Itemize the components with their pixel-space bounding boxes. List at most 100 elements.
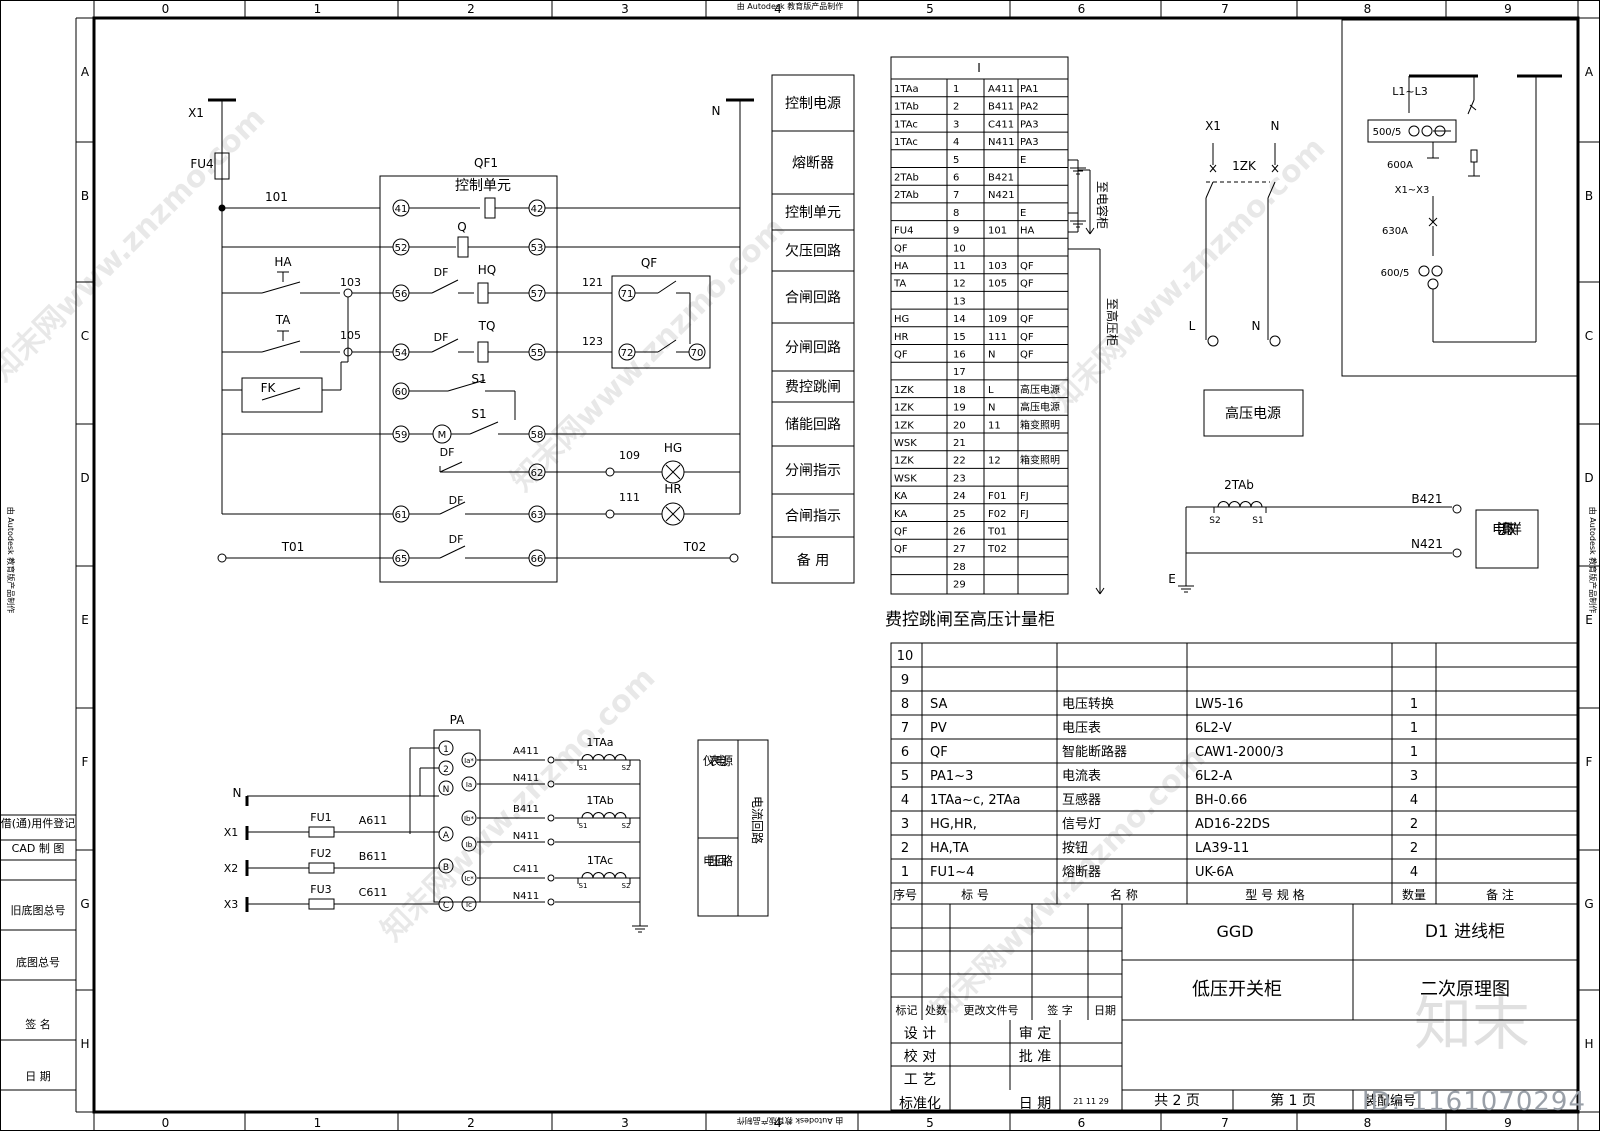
bom-cell: 2 xyxy=(901,841,909,856)
strip-cell: B421 xyxy=(988,173,1014,184)
hg-label: HG xyxy=(664,441,682,455)
hr-label: HR xyxy=(664,482,681,496)
bom-cell: 1 xyxy=(1410,745,1418,760)
brand-mark: 知末 xyxy=(1413,990,1530,1058)
column-label: 9 xyxy=(1504,1116,1512,1130)
terminal-label: 54 xyxy=(395,348,408,359)
strip-cell: 2TAb xyxy=(894,173,919,184)
wire xyxy=(1095,587,1101,595)
bom-cell: 4 xyxy=(1410,793,1418,808)
strip-label: 底图总号 xyxy=(16,955,60,969)
strip-cell: A411 xyxy=(988,84,1014,95)
wire-label: 101 xyxy=(265,190,288,204)
bom-cell: UK-6A xyxy=(1195,865,1234,880)
strip-cell: 9 xyxy=(953,226,959,237)
terminal-node xyxy=(217,553,227,563)
bom-header: 型 号 规 格 xyxy=(1245,887,1304,902)
strip-cell: 27 xyxy=(953,544,966,555)
function-column xyxy=(771,74,855,584)
strip-cell: 29 xyxy=(953,580,966,591)
pa-pin xyxy=(461,776,477,792)
terminal-node xyxy=(547,898,555,906)
strip-cell: 4 xyxy=(953,137,959,148)
s-label: S2 xyxy=(622,822,631,830)
x2-label: X2 xyxy=(224,862,239,875)
bom-header: 数量 xyxy=(1402,887,1426,902)
fuse xyxy=(1470,149,1478,163)
row-label: H xyxy=(80,1037,89,1051)
row-label: A xyxy=(81,65,90,79)
strip-cell: PA3 xyxy=(1020,119,1039,130)
terminal-label: 42 xyxy=(531,204,544,215)
sign-label: 工 艺 xyxy=(904,1072,936,1088)
bom-cell: LW5-16 xyxy=(1195,697,1243,712)
df-contact xyxy=(431,338,459,353)
strip-cell: PA2 xyxy=(1020,102,1039,113)
pa-pin xyxy=(461,810,477,826)
terminal-label: 55 xyxy=(531,348,544,359)
pa-pin-label: A xyxy=(443,831,450,841)
column-label: 1 xyxy=(314,2,322,16)
top-note: 由 Autodesk 教育版产品制作 xyxy=(737,1,843,11)
ct-circle xyxy=(1408,125,1420,137)
strip-cell: 1ZK xyxy=(894,403,914,414)
wire-label: N411 xyxy=(513,773,540,784)
pa-pin-label: Ib xyxy=(466,841,473,849)
strip-cell: 11 xyxy=(988,420,1001,431)
ct-circle xyxy=(1421,125,1433,137)
strip-cell: HR xyxy=(894,332,909,343)
strip-cell: 23 xyxy=(953,473,966,484)
side-note: 由 Autodesk 教育版产品制作 xyxy=(6,507,16,613)
strip-cell: 7 xyxy=(953,190,959,201)
bom-cell: 2 xyxy=(1410,841,1418,856)
hq-coil xyxy=(477,282,489,304)
strip-caption: 费控跳闸至高压计量柜 xyxy=(885,610,1055,630)
hv-label-box xyxy=(1203,389,1304,437)
s1-contact xyxy=(469,421,499,435)
meter-ct xyxy=(581,872,627,879)
pa-pin-label: C xyxy=(443,901,449,911)
wire-label: 111 xyxy=(619,491,640,504)
strip-cell: QF xyxy=(1020,261,1034,272)
s-label: S1 xyxy=(579,822,588,830)
strip-cell: N421 xyxy=(988,190,1015,201)
one-line-box xyxy=(1341,19,1579,377)
pa-pin-label: Ia xyxy=(466,781,472,789)
column-label: 9 xyxy=(1504,2,1512,16)
strip-cell: 12 xyxy=(988,456,1001,467)
strip-cell: HA xyxy=(894,261,909,272)
terminal-label: 61 xyxy=(395,510,408,521)
strip-cell: 14 xyxy=(953,314,966,325)
fu3-label: FU3 xyxy=(310,883,331,896)
pa-pin xyxy=(438,858,454,874)
strip-cell: FJ xyxy=(1020,491,1029,502)
strip-cell: 1TAb xyxy=(894,102,919,113)
unit-label: 控制单元 xyxy=(455,178,511,194)
strip-cell: 15 xyxy=(953,332,966,343)
column-label: 0 xyxy=(162,1116,170,1130)
column-label: 2 xyxy=(467,1116,475,1130)
bottom-note: 由 Autodesk 教育版产品制作 xyxy=(737,1116,843,1126)
title-block xyxy=(890,903,1579,1111)
bom-header: 序号 xyxy=(893,887,917,902)
2tab-coil xyxy=(1217,501,1263,508)
strip-cell: 18 xyxy=(953,385,966,396)
terminal-label: 66 xyxy=(531,554,544,565)
terminal-label: 56 xyxy=(395,289,408,300)
bom-cell: 4 xyxy=(901,793,909,808)
ha-button xyxy=(261,281,301,294)
strip-cell: 1ZK xyxy=(894,456,914,467)
function-label: 控制单元 xyxy=(785,205,841,221)
strip-cell: 3 xyxy=(953,119,959,130)
qf-box xyxy=(611,275,711,369)
pa-pin xyxy=(461,896,477,912)
row-label: C xyxy=(81,329,89,343)
column-label: 6 xyxy=(1078,1116,1086,1130)
terminal-node xyxy=(605,467,615,477)
terminal-label: 59 xyxy=(395,430,408,441)
wire-label: 123 xyxy=(582,335,603,348)
strip-cell: 21 xyxy=(953,438,966,449)
wire xyxy=(1099,587,1105,595)
terminal-node xyxy=(547,838,555,846)
row-label: D xyxy=(80,471,89,485)
